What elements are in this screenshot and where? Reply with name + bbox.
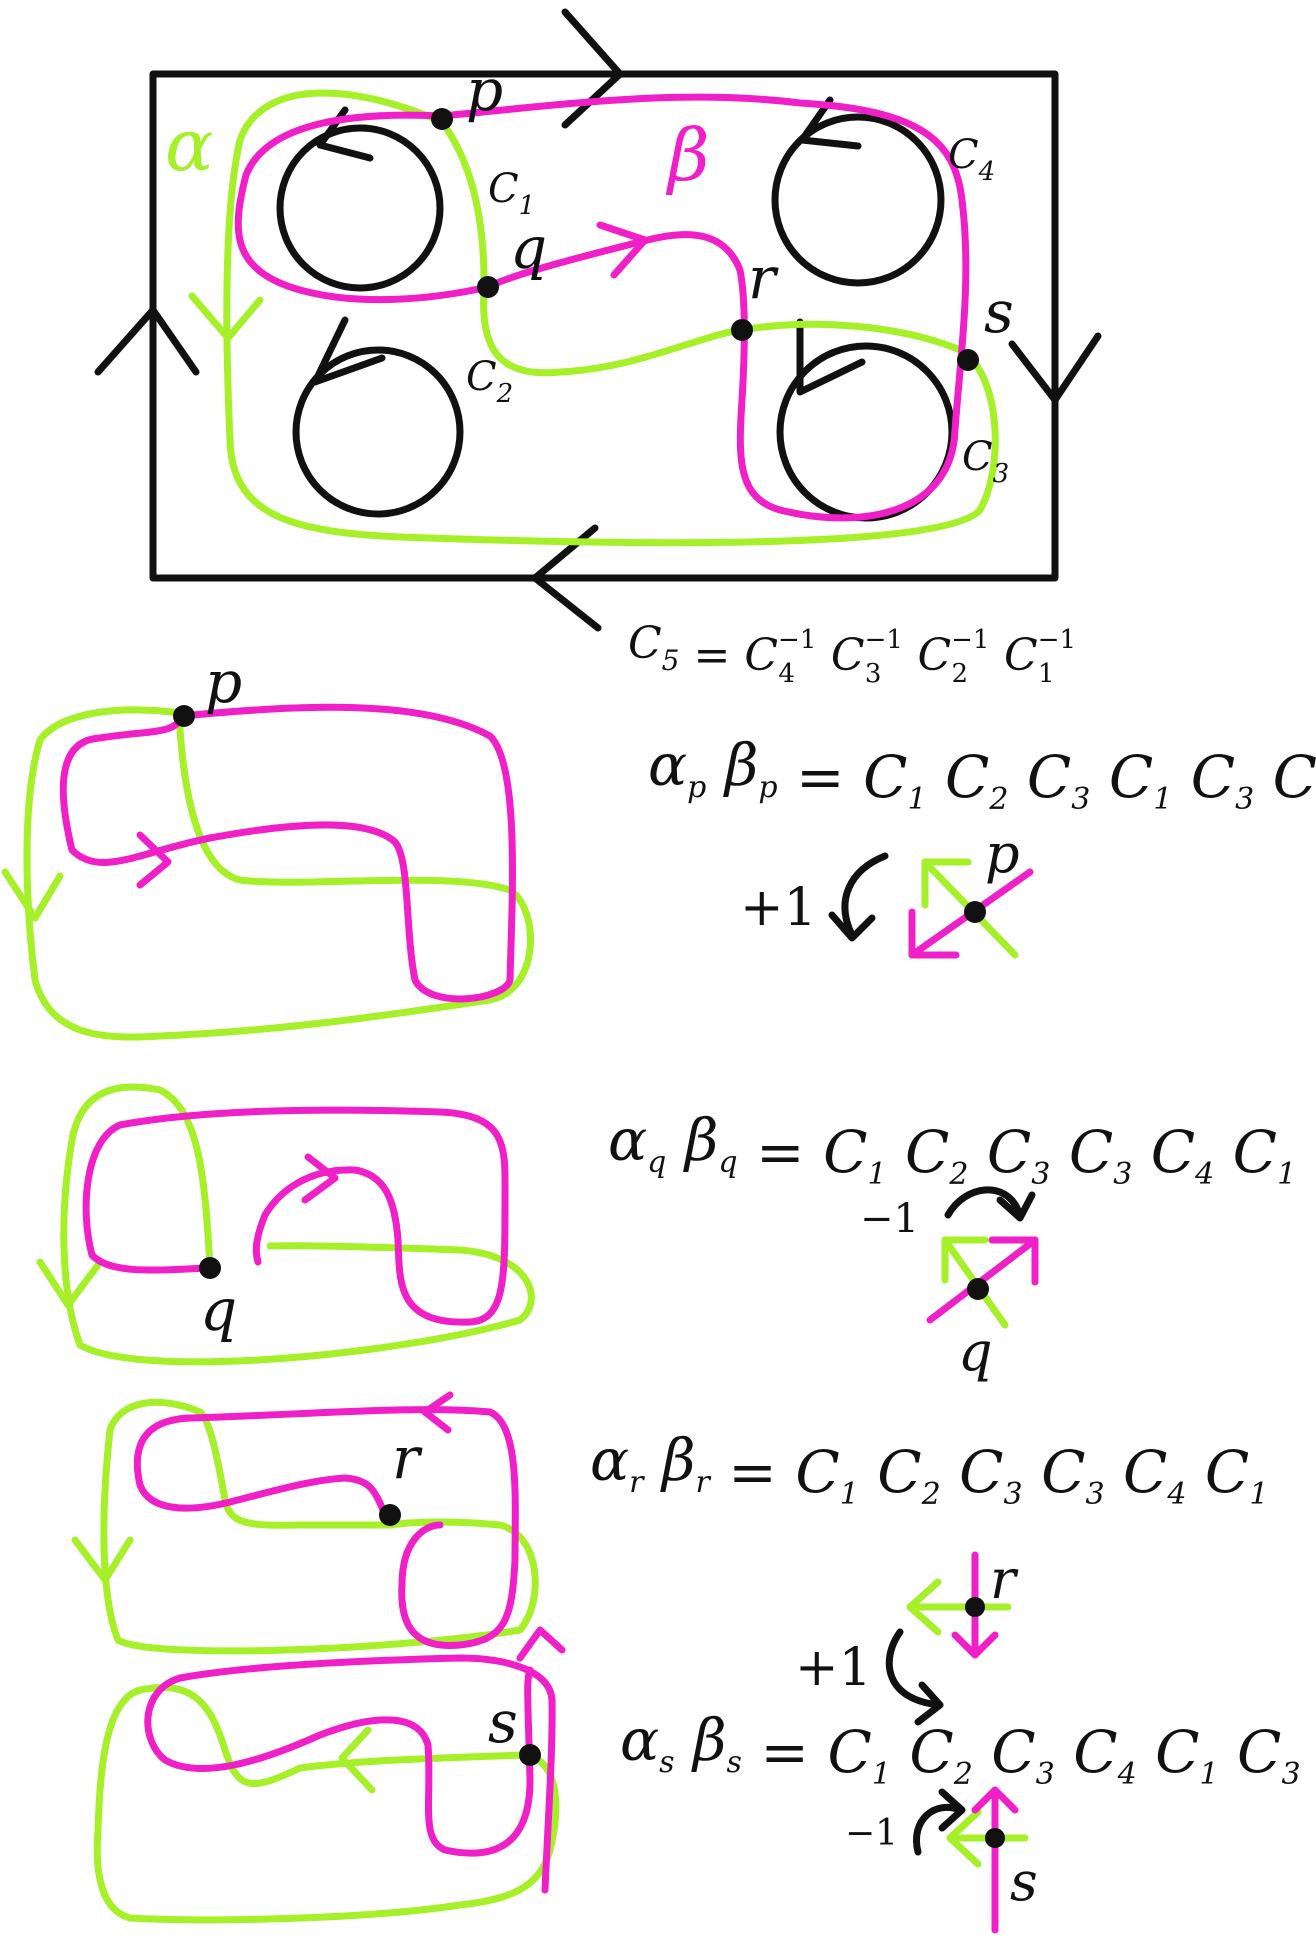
- panel-r-alpha-arrow: [71, 1536, 134, 1584]
- panel-r: r αr βr = C1 C2 C3 C3 C4 C1 r +1: [71, 1391, 1268, 1726]
- beta-curve: [234, 93, 970, 522]
- panel-p-crossing-glyph: p: [908, 822, 1034, 959]
- panel-p-equation: αp βp = C1 C2 C3 C1 C3 C4: [648, 731, 1316, 823]
- panel-r-alpha-curve: [100, 1398, 539, 1655]
- c2-label: C2: [466, 354, 513, 409]
- panel-q-point: [199, 1257, 221, 1279]
- panel-q-equation: αq βq = C1 C2 C3 C3 C4 C1: [608, 1106, 1296, 1198]
- panel-s-point: [519, 1744, 541, 1766]
- panel-p-crossing-label: p: [985, 822, 1020, 885]
- circle-c2: [292, 346, 464, 518]
- point-p-label: p: [466, 56, 503, 124]
- panel-q-rotation-arrow: [944, 1186, 1036, 1222]
- point-q: [477, 276, 499, 298]
- c1-label: C1: [488, 166, 535, 221]
- panel-s-alpha-curve: [93, 1684, 560, 1924]
- panel-q: q αq βq = C1 C2 C3 C3 C4 C1 −1 q: [36, 1083, 1296, 1383]
- alpha-curve: [223, 89, 999, 547]
- panel-q-crossing-glyph: q: [926, 1236, 1039, 1383]
- circle-c3-arrow: [796, 318, 866, 396]
- panel-q-crossing-label: q: [958, 1320, 993, 1383]
- circle-c1: [276, 124, 444, 292]
- top-edge-arrow: [561, 8, 624, 129]
- panel-p: p αp βp = C1 C2 C3 C1 C3 C4 +1 p: [1, 648, 1316, 1041]
- point-q-label: q: [510, 214, 547, 282]
- circle-c4: [771, 113, 945, 287]
- point-s: [957, 349, 979, 371]
- panel-r-rotation-arrow: [885, 1628, 944, 1726]
- point-r-label: r: [748, 244, 779, 312]
- panel-p-beta-curve: [59, 703, 516, 1003]
- circle-c2-arrow: [311, 316, 386, 386]
- beta-label: β: [665, 113, 710, 197]
- panel-q-beta-arrow: [301, 1153, 339, 1204]
- panel-p-point-label: p: [205, 648, 242, 716]
- panel-p-sign: +1: [740, 878, 817, 938]
- panel-q-point-label: q: [200, 1276, 237, 1344]
- point-r: [731, 319, 753, 341]
- panel-s-rotation-arrow: [913, 1788, 966, 1856]
- point-s-label: s: [984, 278, 1014, 346]
- panel-r-point-label: r: [392, 1424, 423, 1492]
- panel-p-rotation-arrow: [828, 852, 889, 942]
- panel-s-crossing-label: s: [1010, 1850, 1038, 1913]
- panel-s-crossing-glyph: s: [946, 1786, 1038, 1934]
- panel-p-alpha-arrow: [1, 868, 64, 922]
- panel-s-point-label: s: [488, 1688, 518, 1756]
- panel-p-point: [173, 705, 195, 727]
- panel-q-alpha-arrow: [36, 1258, 102, 1309]
- panel-r-crossing-glyph: r: [906, 1548, 1019, 1659]
- beta-direction-arrow: [596, 221, 649, 279]
- panel-p-alpha-curve: [23, 706, 534, 1041]
- panel-s: s αs βs = C1 C2 C3 C4 C1 C3 −1 s: [93, 1626, 1301, 1934]
- panel-r-sign: +1: [795, 1638, 872, 1698]
- right-edge-arrow: [1008, 332, 1102, 404]
- panel-s-alpha-arrow: [338, 1726, 376, 1794]
- panel-q-beta-curve: [82, 1106, 509, 1326]
- panel-s-beta-curve: [144, 1654, 556, 1894]
- alpha-label: α: [165, 103, 214, 187]
- panel-r-crossing-label: r: [990, 1548, 1019, 1611]
- panel-r-point: [379, 1504, 401, 1526]
- panel-p-beta-arrow: [136, 831, 172, 889]
- panel-r-equation: αr βr = C1 C2 C3 C3 C4 C1: [590, 1426, 1268, 1518]
- surface-rectangle: [149, 70, 1059, 582]
- panel-q-alpha-curve: [60, 1083, 535, 1366]
- panel-q-sign: −1: [860, 1196, 919, 1242]
- left-edge-arrow: [94, 306, 200, 376]
- alpha-direction-arrow: [188, 292, 264, 342]
- panel-s-equation: αs βs = C1 C2 C3 C4 C1 C3: [620, 1706, 1301, 1798]
- panel-s-beta-arrow: [516, 1626, 566, 1662]
- point-p: [431, 108, 453, 130]
- c3-label: C3: [962, 434, 1009, 489]
- circle-c4-arrow: [798, 96, 862, 150]
- panel-s-sign: −1: [845, 1813, 898, 1854]
- c4-label: C4: [948, 132, 995, 187]
- panel-r-beta-arrow: [421, 1391, 454, 1434]
- panel-r-beta-curve: [133, 1406, 519, 1650]
